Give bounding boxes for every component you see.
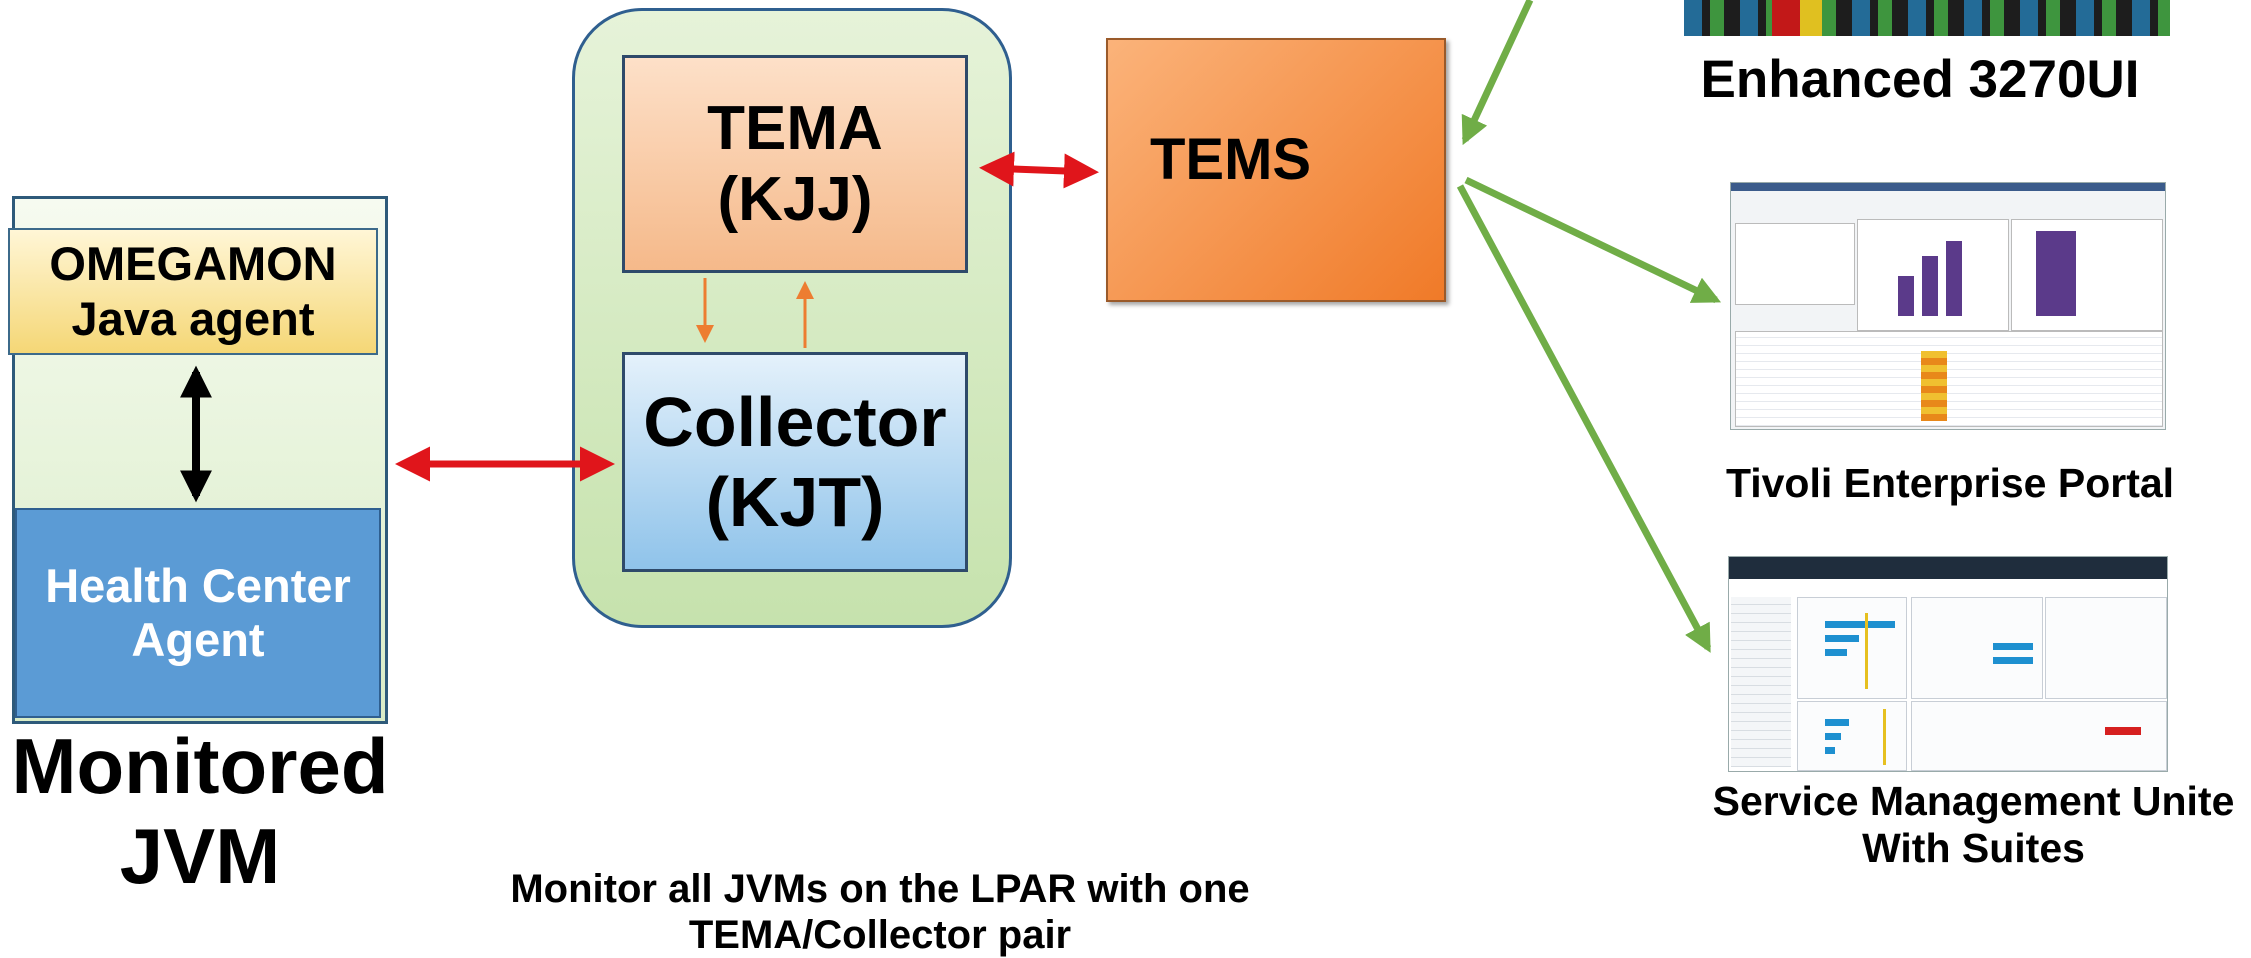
service-management-unite-screenshot bbox=[1728, 556, 2168, 772]
tema-box: TEMA (KJJ) bbox=[622, 55, 968, 273]
enhanced-3270ui-warning-cell bbox=[1800, 0, 1822, 36]
smu-bar bbox=[1825, 649, 1847, 656]
tep-warning-column bbox=[1921, 351, 1947, 421]
service-management-unite-label: Service Management Unite With Suites bbox=[1696, 778, 2251, 872]
smu-bar bbox=[1825, 747, 1835, 754]
tivoli-enterprise-portal-screenshot bbox=[1730, 182, 2166, 430]
collector-label: Collector bbox=[643, 382, 947, 461]
tivoli-enterprise-portal-label: Tivoli Enterprise Portal bbox=[1725, 460, 2175, 506]
tems-to-smu-arrow bbox=[1456, 184, 1712, 653]
tema-label: TEMA bbox=[707, 93, 883, 163]
agent-label: Agent bbox=[131, 613, 265, 666]
collector-code-label: (KJT) bbox=[705, 463, 885, 541]
smu-space-panel bbox=[2045, 597, 2167, 699]
omegamon-java-agent-box: OMEGAMON Java agent bbox=[8, 228, 378, 355]
tems-box: TEMS bbox=[1106, 38, 1446, 302]
health-center-agent-box: Health Center Agent bbox=[15, 508, 381, 718]
smu-threshold-line bbox=[1865, 613, 1868, 689]
smu-bar bbox=[1825, 719, 1849, 726]
smu-threshold-line bbox=[1883, 709, 1886, 765]
smu-bar bbox=[1825, 635, 1859, 642]
smu-bar bbox=[1825, 621, 1895, 628]
connector-arrows bbox=[180, 0, 1722, 653]
omegamon-label: OMEGAMON bbox=[49, 237, 337, 291]
tep-bar bbox=[1946, 241, 1962, 316]
tep-bar bbox=[1922, 256, 1938, 316]
collector-box: Collector (KJT) bbox=[622, 352, 968, 572]
enhanced-3270ui-screenshot bbox=[1684, 0, 2170, 36]
monitored-jvm-caption: Monitored JVM bbox=[0, 722, 400, 901]
smu-label-line1: Service Management Unite bbox=[1712, 778, 2235, 824]
health-center-label: Health Center bbox=[45, 558, 351, 612]
tema-tems-arrow bbox=[979, 151, 1099, 189]
smu-storage-panel bbox=[1797, 701, 1907, 771]
smu-cpu-panel bbox=[1797, 597, 1907, 699]
smu-enqueue-panel bbox=[1911, 701, 2167, 771]
tep-bar-chart-left bbox=[1857, 219, 2009, 331]
enhanced-3270ui-to-tems-arrow bbox=[1461, 0, 1534, 146]
tep-data-table bbox=[1735, 331, 2163, 427]
tep-bar bbox=[1898, 276, 1914, 316]
smu-bar bbox=[1993, 643, 2033, 650]
monitored-label: Monitored bbox=[11, 722, 389, 810]
tep-bar-chart-right bbox=[2011, 219, 2163, 331]
jvm-label: JVM bbox=[119, 811, 281, 900]
tems-label: TEMS bbox=[1150, 126, 1312, 192]
tep-bar bbox=[2036, 231, 2076, 316]
tep-navigator-tree bbox=[1735, 223, 1855, 305]
smu-bar bbox=[1825, 733, 1841, 740]
smu-header-bar bbox=[1729, 557, 2167, 579]
smu-bar bbox=[1993, 657, 2033, 664]
tems-to-tep-arrow bbox=[1464, 176, 1722, 304]
enhanced-3270ui-label: Enhanced 3270UI bbox=[1700, 50, 2140, 109]
tep-title-bar bbox=[1731, 183, 2165, 191]
smu-label-line2: With Suites bbox=[1862, 825, 2085, 872]
smu-alert-cell bbox=[2105, 727, 2141, 735]
java-agent-label: Java agent bbox=[71, 291, 315, 345]
smu-side-panel bbox=[1731, 597, 1791, 767]
enhanced-3270ui-alert-cell bbox=[1772, 0, 1800, 36]
tema-code-label: (KJJ) bbox=[717, 165, 873, 234]
